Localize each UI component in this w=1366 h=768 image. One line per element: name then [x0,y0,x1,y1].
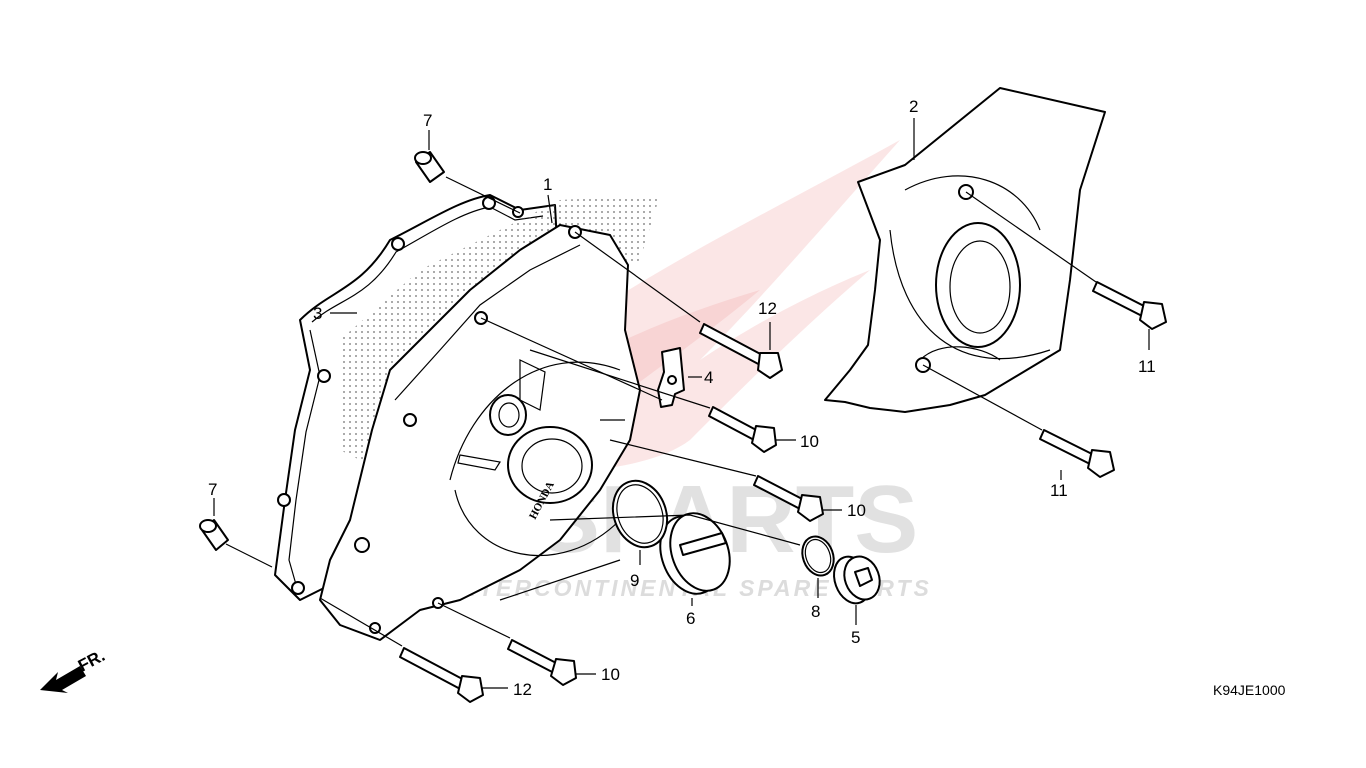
sprocket-cover [824,87,1106,413]
callout-11-a: 11 [1138,357,1156,376]
callout-10-b: 10 [847,501,866,520]
diagram-code: K94JE1000 [1213,682,1286,698]
leader-lines [213,118,1150,689]
callout-2: 2 [909,97,918,116]
callout-10-a: 10 [800,432,819,451]
flange-bolt-11-upper [1092,281,1167,330]
callout-11-b: 11 [1050,481,1068,500]
dowel-pin-bottom [199,519,229,551]
flange-bolt-12-lower [399,647,484,703]
callout-7-bottom: 7 [208,480,217,499]
callout-12-b: 12 [513,680,532,699]
wire-clamp [657,347,685,408]
callout-12-a: 12 [758,299,777,318]
flange-bolt-12-upper [699,323,783,379]
front-direction-arrow: FR. [40,646,108,693]
callout-10-c: 10 [601,665,620,684]
callout-6: 6 [686,609,695,628]
o-ring-large [611,479,669,549]
arrow-left-icon [40,666,86,693]
flange-bolt-10-a [708,406,777,453]
callout-5: 5 [851,628,860,647]
callout-8: 8 [811,602,820,621]
timing-hole-cap [833,555,881,605]
flange-bolt-11-lower [1039,429,1115,478]
left-crankcase-cover: HONDA [319,224,641,641]
callouts: 1 2 3 4 5 6 7 7 8 9 10 10 10 11 11 12 12 [208,97,1156,699]
callout-4: 4 [704,368,713,387]
dowel-pin-top [414,151,445,183]
crankshaft-hole-cap [659,512,731,595]
callout-1: 1 [543,175,552,194]
callout-7-top: 7 [423,111,432,130]
callout-9: 9 [630,571,639,590]
flange-bolt-10-b [753,475,824,522]
flange-bolt-10-c [507,639,577,686]
callout-3: 3 [313,304,322,323]
